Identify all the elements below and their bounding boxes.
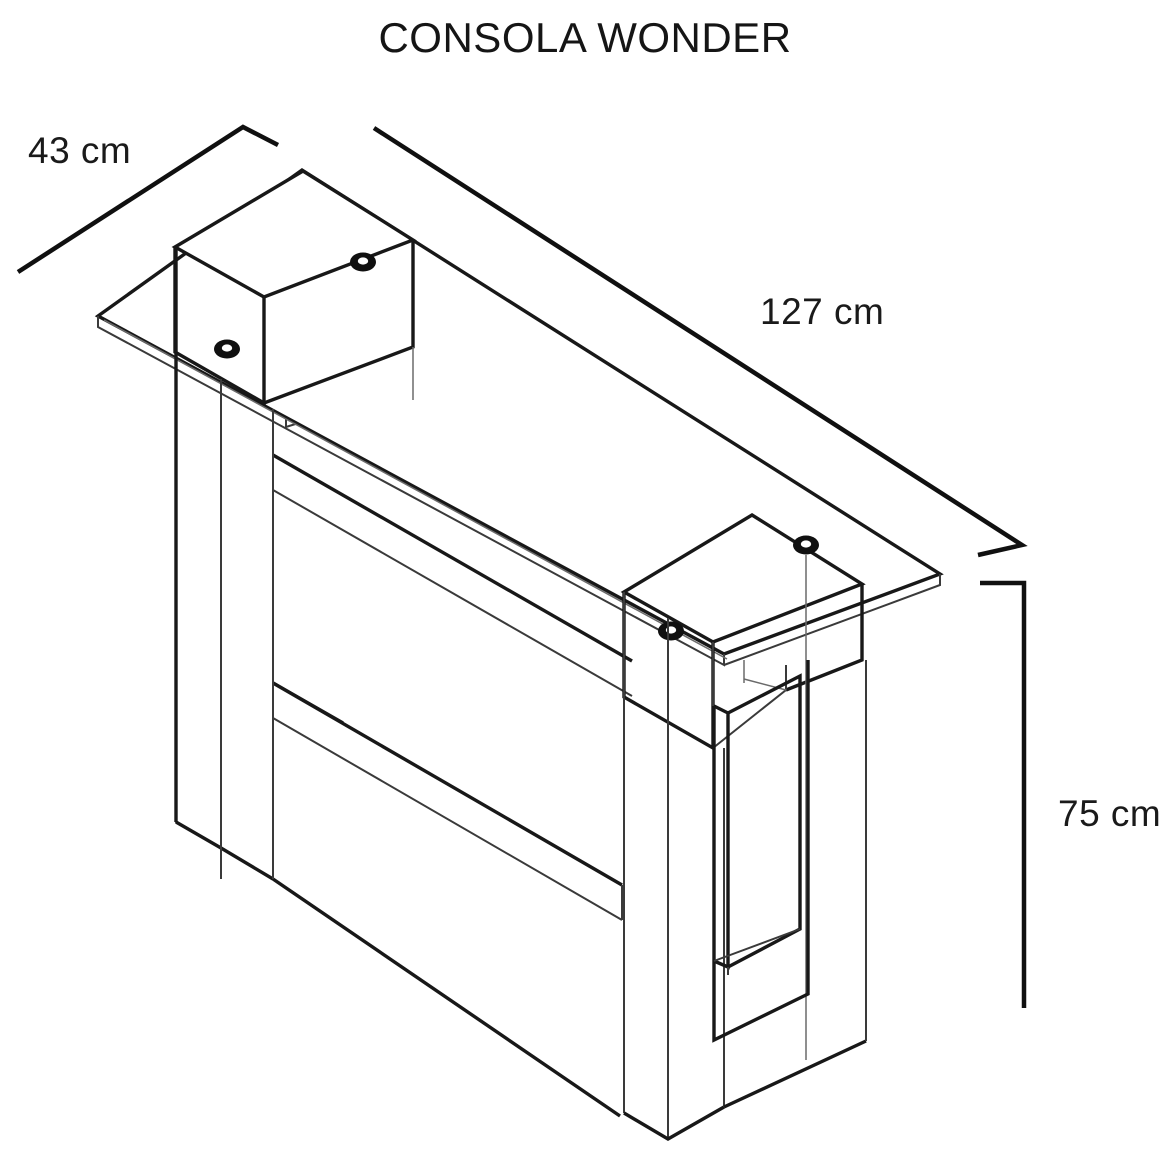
lower-stretcher	[272, 681, 623, 921]
left-bracket-screw-hole-bottom	[214, 339, 240, 359]
stretcher-top-edge	[272, 681, 623, 887]
right-bracket-right-side	[785, 584, 864, 692]
right-leg-cutout-inner-face	[727, 673, 802, 969]
left-bracket	[171, 169, 417, 406]
left-leg-front-panel	[220, 377, 274, 881]
left-leg-foot-to-right-leg	[272, 877, 621, 1118]
stretcher-bottom-edge	[272, 717, 623, 921]
right-leg-front-panel	[723, 555, 867, 1109]
width-dimension-line	[372, 126, 1028, 558]
width-dimension-label: 127 cm	[760, 291, 884, 332]
upper-rail-bottom-edge	[272, 489, 633, 697]
right-leg-cutout-outer	[712, 660, 810, 1043]
right-leg-cutout-inner-bottom	[713, 928, 801, 962]
right-bracket-screw-hole-top	[793, 535, 819, 555]
left-bracket-screw-hole-top	[350, 252, 376, 272]
right-leg-foot-front	[723, 1039, 867, 1109]
depth-dimension-line	[16, 124, 280, 274]
height-dimension: 75 cm	[980, 580, 1161, 1008]
right-leg-foot	[623, 1105, 725, 1141]
right-bracket-screw-hole-bottom	[658, 621, 684, 641]
tabletop-right-thickness	[723, 574, 941, 666]
height-dimension-line	[980, 580, 1027, 1008]
height-dimension-label: 75 cm	[1058, 793, 1161, 834]
tabletop-front-thickness	[97, 316, 725, 667]
right-leg-back-panel	[623, 592, 725, 1141]
width-dimension: 127 cm	[372, 126, 1028, 558]
right-bracket-bottom-return	[712, 665, 787, 749]
depth-dimension: 43 cm	[16, 124, 280, 274]
left-leg-back-panel	[175, 350, 222, 850]
page-title: CONSOLA WONDER	[378, 14, 791, 61]
left-leg-silhouette	[174, 247, 274, 879]
right-leg-cutout-inner-left	[713, 704, 730, 970]
right-leg-top-joint	[712, 642, 745, 706]
depth-dimension-label: 43 cm	[28, 130, 131, 171]
right-leg-cutout	[712, 660, 810, 1043]
right-bracket-notch	[743, 678, 787, 691]
upper-rail-top-edge	[272, 453, 633, 663]
